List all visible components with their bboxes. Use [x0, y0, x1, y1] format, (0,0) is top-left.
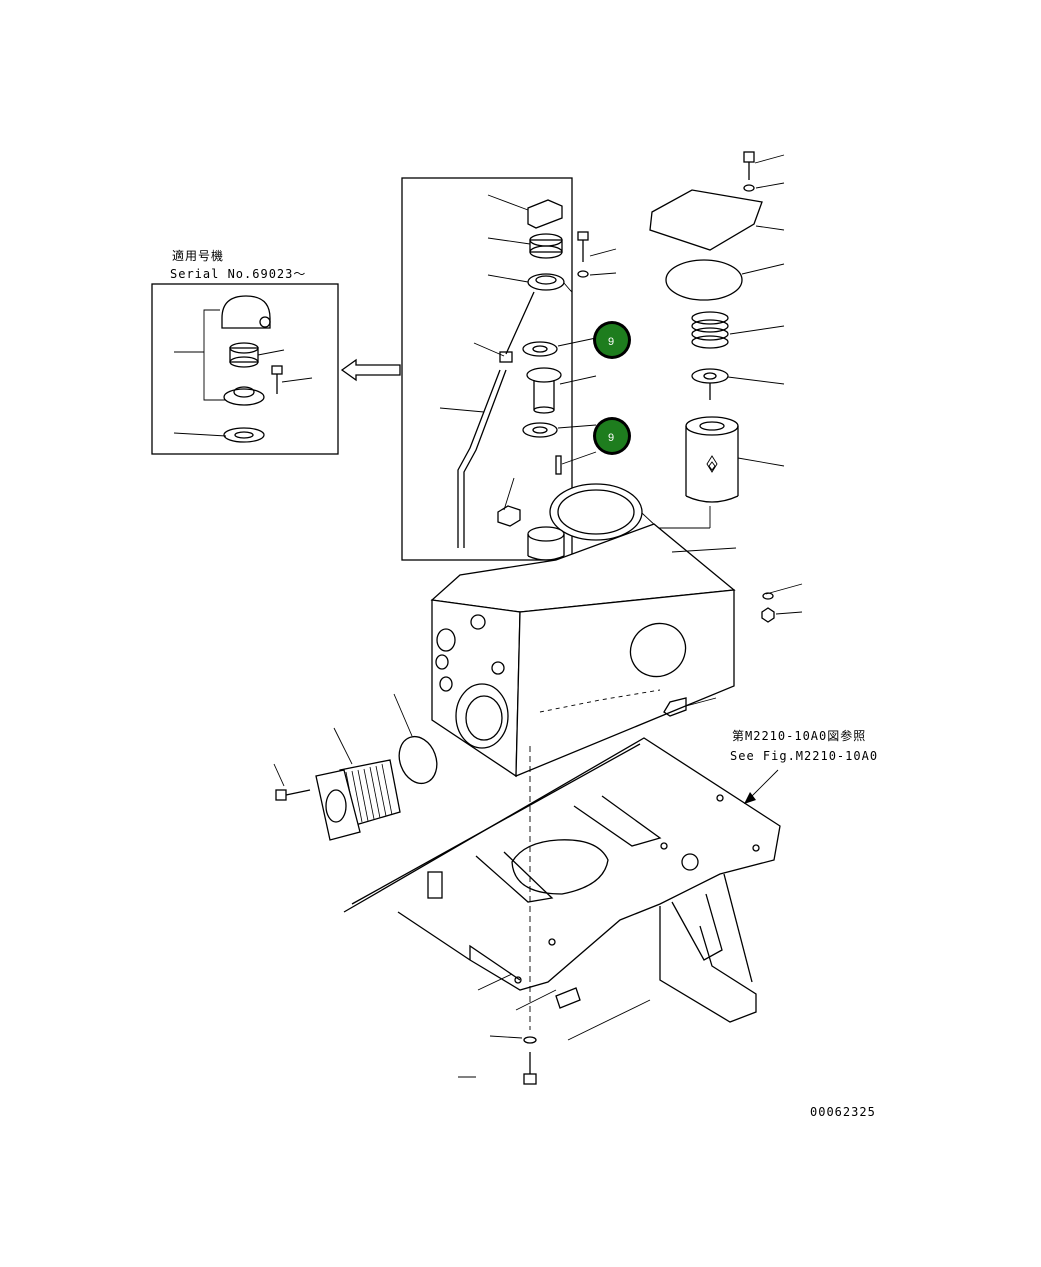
filler-cap [527, 199, 563, 229]
serial-detail-inset: 適用号機 Serial No.69023〜 [151, 248, 339, 455]
badge-callout-2: 9 [593, 417, 631, 455]
bottom-fasteners [458, 1035, 537, 1085]
suction-strainer [273, 693, 438, 841]
serial-note-number: Serial No.69023〜 [170, 267, 306, 281]
detail-arrow [340, 358, 401, 382]
badge-label-1: 9 [608, 336, 614, 348]
reference-note-en: See Fig.M2210-10A0 [730, 749, 878, 763]
filter-cover [649, 189, 763, 251]
revolving-frame [343, 737, 781, 1041]
inset-cap [221, 295, 271, 329]
filter-assembly [627, 151, 785, 529]
badge-label-2: 9 [608, 432, 614, 444]
hydraulic-tank [430, 483, 803, 1030]
badge-callout-1: 9 [593, 321, 631, 359]
filler-assembly-box [401, 177, 617, 561]
filler-neck-parts [497, 337, 597, 527]
drawing-number: 00062325 [810, 1105, 876, 1119]
reference-note-jp: 第M2210-10A0図参照 [732, 728, 866, 743]
serial-note-title: 適用号機 [172, 248, 224, 263]
